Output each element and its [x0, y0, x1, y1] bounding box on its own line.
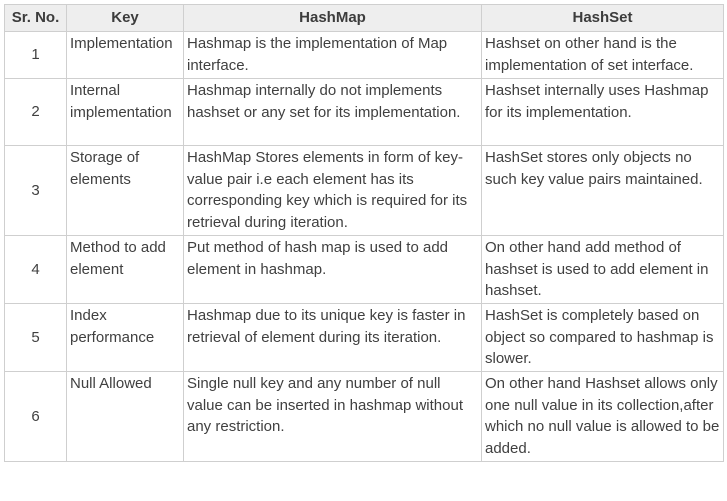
comparison-table: Sr. No. Key HashMap HashSet 1 Implementa… — [4, 4, 724, 462]
table-row: 3 Storage of elements HashMap Stores ele… — [4, 145, 724, 236]
table-header: Sr. No. Key HashMap HashSet — [4, 4, 724, 32]
hashset-cell: Hashset on other hand is the implementat… — [481, 31, 724, 79]
header-row: Sr. No. Key HashMap HashSet — [4, 4, 724, 32]
header-sr-no: Sr. No. — [4, 4, 67, 32]
hashset-cell: On other hand Hashset allows only one nu… — [481, 371, 724, 462]
table-body: 1 Implementation Hashmap is the implemen… — [4, 31, 724, 462]
table-row: 5 Index performance Hashmap due to its u… — [4, 302, 724, 373]
header-hashset: HashSet — [481, 4, 724, 32]
key-cell: Method to add element — [66, 234, 184, 304]
sr-no-cell: 6 — [4, 371, 67, 462]
table-row: 1 Implementation Hashmap is the implemen… — [4, 31, 724, 79]
key-cell: Null Allowed — [66, 371, 184, 462]
hashmap-cell: Put method of hash map is used to add el… — [183, 234, 482, 304]
sr-no-cell: 3 — [4, 145, 67, 236]
hashset-cell: On other hand add method of hashset is u… — [481, 234, 724, 304]
sr-no-cell: 4 — [4, 234, 67, 304]
header-hashmap: HashMap — [183, 4, 482, 32]
table-row: 4 Method to add element Put method of ha… — [4, 234, 724, 304]
key-cell: Storage of elements — [66, 145, 184, 236]
hashmap-cell: Single null key and any number of null v… — [183, 371, 482, 462]
sr-no-cell: 5 — [4, 302, 67, 373]
table-row: 6 Null Allowed Single null key and any n… — [4, 371, 724, 462]
hashset-cell: HashSet is completely based on object so… — [481, 302, 724, 373]
table-row: 2 Internal implementation Hashmap intern… — [4, 78, 724, 146]
sr-no-cell: 2 — [4, 78, 67, 146]
hashmap-cell: Hashmap internally do not implements has… — [183, 78, 482, 146]
hashset-cell: HashSet stores only objects no such key … — [481, 145, 724, 236]
key-cell: Internal implementation — [66, 78, 184, 146]
hashset-cell: Hashset internally uses Hashmap for its … — [481, 78, 724, 146]
key-cell: Index performance — [66, 302, 184, 373]
sr-no-cell: 1 — [4, 31, 67, 79]
key-cell: Implementation — [66, 31, 184, 79]
hashmap-cell: HashMap Stores elements in form of key-v… — [183, 145, 482, 236]
hashmap-cell: Hashmap due to its unique key is faster … — [183, 302, 482, 373]
hashmap-cell: Hashmap is the implementation of Map int… — [183, 31, 482, 79]
header-key: Key — [66, 4, 184, 32]
